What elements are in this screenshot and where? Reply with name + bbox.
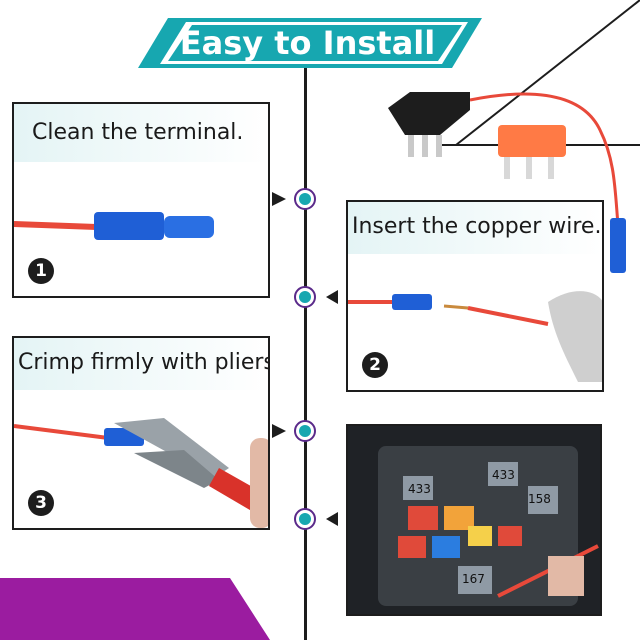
caption-band [348, 202, 602, 254]
title-banner: Easy to Install [130, 16, 485, 70]
step-2-caption: Insert the copper wire. [352, 214, 602, 239]
step-1-panel: Clean the terminal. 1 [12, 102, 270, 298]
arrow-step-3 [272, 424, 286, 438]
step-3-caption: Crimp firmly with pliers. [18, 350, 270, 375]
caption-band [14, 104, 268, 162]
arrow-step-4 [326, 512, 338, 526]
fuse-label-2: 433 [408, 482, 431, 496]
step-1-caption: Clean the terminal. [32, 120, 244, 145]
step-2-panel: Insert the copper wire. 2 [346, 200, 604, 392]
fuse-tap-image [388, 92, 626, 273]
step-3-number: 3 [28, 490, 54, 516]
step-2-number: 2 [362, 352, 388, 378]
crimp-pliers-image [14, 418, 268, 528]
caption-band [14, 338, 268, 390]
banner-shape [138, 18, 482, 68]
fuse-label-4: 433 [492, 468, 515, 482]
arrow-step-1 [272, 192, 286, 206]
fuse-box-panel: 158 433 167 433 [346, 424, 602, 616]
timeline-node-1 [294, 188, 316, 210]
timeline-node-4 [294, 508, 316, 530]
wire-connector-image [14, 212, 214, 240]
timeline-node-3 [294, 420, 316, 442]
fuse-label-1: 158 [528, 492, 551, 506]
timeline-node-2 [294, 286, 316, 308]
page-title: Easy to Install [179, 24, 436, 62]
arrow-step-2 [326, 290, 338, 304]
timeline-line [304, 55, 307, 640]
step-3-panel: Crimp firmly with pliers. 3 [12, 336, 270, 530]
fuse-box-image [348, 426, 600, 614]
fuse-label-3: 167 [462, 572, 485, 586]
wire-insert-image [348, 291, 602, 382]
step-1-number: 1 [28, 258, 54, 284]
